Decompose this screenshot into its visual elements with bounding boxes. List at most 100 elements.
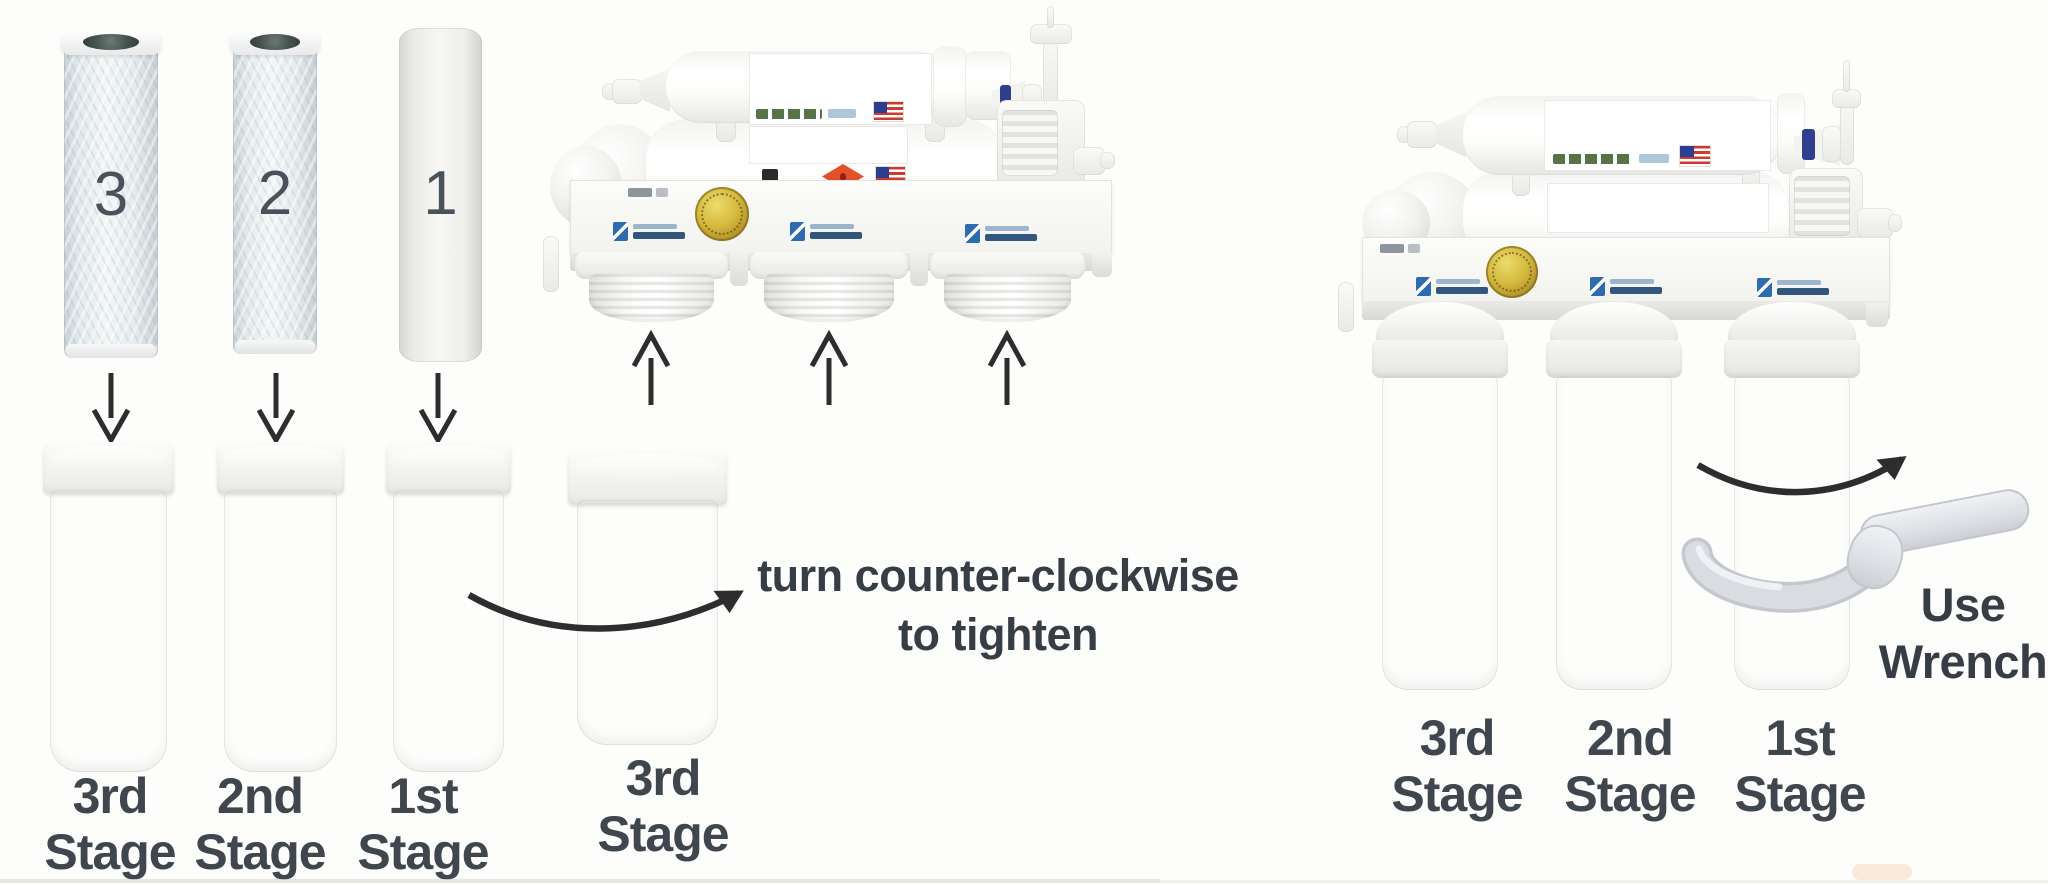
clamp-ridges bbox=[1794, 176, 1850, 236]
stage-label-3rd: 3rd Stage bbox=[25, 768, 195, 880]
brand-logo-icon bbox=[965, 224, 1037, 243]
stage-label-line1: 1st bbox=[1765, 710, 1835, 766]
valve-pin bbox=[1843, 60, 1850, 92]
inlet-nipple bbox=[1407, 121, 1437, 148]
stage-label-line2: Stage bbox=[597, 806, 729, 862]
stage-label-line2: Stage bbox=[1564, 766, 1696, 822]
black-fitting-mark bbox=[762, 169, 778, 182]
sediment-cartridge-1: 1 bbox=[399, 28, 482, 362]
housing-body bbox=[224, 490, 337, 772]
stage-label-line2: Stage bbox=[44, 824, 176, 880]
stage-label-line2: Stage bbox=[194, 824, 326, 880]
valve-stem bbox=[1043, 28, 1058, 108]
housing-cap bbox=[386, 442, 511, 494]
gold-seal-icon bbox=[1486, 246, 1538, 298]
valve-ring bbox=[1000, 85, 1011, 108]
threaded-port-2nd bbox=[750, 252, 908, 322]
filter-housing-3rd-attach bbox=[568, 450, 727, 745]
cartridge-core-hole bbox=[249, 34, 301, 50]
bracket-hook bbox=[543, 236, 559, 292]
stage-label-1st: 1st Stage bbox=[338, 768, 508, 880]
valve-tee bbox=[1832, 89, 1861, 108]
stage-label-line1: 3rd bbox=[72, 768, 149, 824]
label-fine-print bbox=[828, 109, 856, 118]
stage-label-2nd: 2nd Stage bbox=[1545, 710, 1715, 822]
label-fine-print bbox=[1553, 154, 1633, 164]
brand-logo-icon bbox=[1757, 278, 1829, 297]
gold-seal-icon bbox=[695, 187, 749, 241]
model-badge bbox=[628, 188, 668, 197]
cartridge-core-hole bbox=[82, 34, 140, 50]
clamp-ridges bbox=[1002, 110, 1058, 176]
wrench-instruction-line1: Use bbox=[1920, 578, 2006, 631]
attached-housing-1st bbox=[1724, 302, 1860, 690]
housing-cap bbox=[43, 442, 174, 494]
stage-label-3rd: 3rd Stage bbox=[1372, 710, 1542, 822]
brand-logo-icon bbox=[1590, 277, 1662, 296]
valve-stem bbox=[1840, 92, 1854, 165]
stage-label-line2: Stage bbox=[357, 824, 489, 880]
up-arrow-icon bbox=[987, 329, 1027, 405]
outlet-elbow bbox=[1857, 208, 1893, 238]
tube-tip bbox=[1397, 126, 1410, 143]
attached-housing-3rd bbox=[1372, 302, 1508, 690]
outlet-elbow bbox=[1073, 147, 1105, 175]
threaded-port-3rd bbox=[575, 252, 728, 322]
stage-label-line2: Stage bbox=[1391, 766, 1523, 822]
manifold-tab bbox=[910, 253, 928, 286]
stage-label-line2: Stage bbox=[1734, 766, 1866, 822]
outlet-nub bbox=[1100, 152, 1115, 169]
down-arrow-icon bbox=[256, 373, 296, 446]
stage-label-line1: 1st bbox=[388, 768, 458, 824]
cartridge-number: 1 bbox=[423, 159, 458, 229]
stage-label-line1: 2nd bbox=[217, 768, 304, 824]
filter-housing-2nd bbox=[217, 442, 344, 772]
valve-knob bbox=[1822, 126, 1841, 162]
valve-pin bbox=[1047, 6, 1054, 28]
tighten-instruction-line1: turn counter-clockwise bbox=[757, 550, 1239, 601]
carbon-cartridge-2: 2 bbox=[230, 30, 320, 354]
scan-edge-line bbox=[1160, 880, 2048, 883]
up-arrow-icon bbox=[631, 329, 671, 405]
filter-housing-1st bbox=[386, 442, 511, 772]
curved-turn-arrow-icon bbox=[1696, 456, 1907, 496]
stage-label-1st: 1st Stage bbox=[1715, 710, 1885, 822]
cartridge-bottom-ring bbox=[234, 340, 316, 354]
step3-use-wrench: Use Wrench 3rd Stage 2nd Stage 1st Stage bbox=[1300, 0, 2048, 885]
filter-coupling bbox=[1777, 92, 1805, 174]
filter-housing-3rd bbox=[43, 442, 174, 772]
manifold-tab bbox=[730, 253, 748, 286]
down-arrow-icon bbox=[418, 373, 458, 446]
step2-attach-housings: turn counter-clockwise to tighten 3rd St… bbox=[467, 0, 1300, 885]
inlet-nipple bbox=[612, 79, 642, 104]
label-fine-print bbox=[756, 109, 822, 119]
outlet-nub bbox=[1888, 214, 1902, 232]
cartridge-number: 2 bbox=[257, 158, 293, 228]
membrane-label bbox=[750, 127, 907, 163]
stage-label-2nd: 2nd Stage bbox=[175, 768, 345, 880]
attached-housing-2nd bbox=[1546, 302, 1682, 690]
membrane-label bbox=[1548, 184, 1768, 232]
housing-body bbox=[50, 490, 167, 772]
bracket-tab bbox=[1866, 303, 1888, 327]
scan-smudge bbox=[1852, 864, 1912, 880]
postfilter-label bbox=[1545, 101, 1770, 170]
scan-edge-line bbox=[0, 879, 1160, 883]
housing-cap bbox=[568, 450, 727, 505]
tighten-instruction-line2: to tighten bbox=[898, 609, 1098, 660]
model-badge bbox=[1380, 244, 1420, 253]
wrench-instruction-line2: Wrench bbox=[1878, 635, 2048, 688]
stage-label-line1: 3rd bbox=[1419, 710, 1496, 766]
valve-tee bbox=[1030, 24, 1072, 44]
step1-insert-cartridges: 3 2 1 bbox=[0, 0, 540, 885]
carbon-cartridge-3: 3 bbox=[61, 30, 161, 358]
stage-label-line1: 3rd bbox=[625, 750, 702, 806]
housing-cap bbox=[217, 442, 344, 494]
brand-logo-icon bbox=[1416, 277, 1488, 296]
threaded-port-1st bbox=[930, 252, 1085, 322]
cartridge-bottom-ring bbox=[65, 344, 157, 358]
stage-label-line1: 2nd bbox=[1587, 710, 1674, 766]
us-flag-icon bbox=[1680, 146, 1710, 166]
brand-logo-icon bbox=[613, 222, 685, 241]
